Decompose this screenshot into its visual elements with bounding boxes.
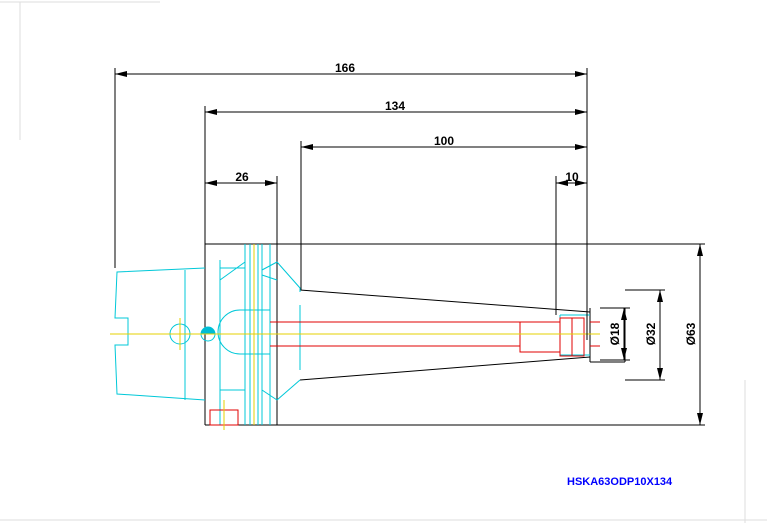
dim-bore-depth: 100 xyxy=(434,134,454,148)
model-code-label: HSKA63ODP10X134 xyxy=(567,476,673,488)
dim-flange-width: 26 xyxy=(235,170,249,184)
dim-collet-depth: 10 xyxy=(565,170,579,184)
centerlines xyxy=(110,244,600,430)
dim-total-length: 166 xyxy=(335,61,355,75)
dim-nose-diameter: Ø32 xyxy=(644,322,658,345)
holder-outline xyxy=(204,185,697,426)
dim-body-diameter: Ø63 xyxy=(684,322,698,345)
alignment-marker xyxy=(201,327,215,334)
dim-holder-length: 134 xyxy=(385,99,405,113)
dimension-arrows xyxy=(115,71,703,425)
dim-bore-diameter: Ø18 xyxy=(608,322,622,345)
